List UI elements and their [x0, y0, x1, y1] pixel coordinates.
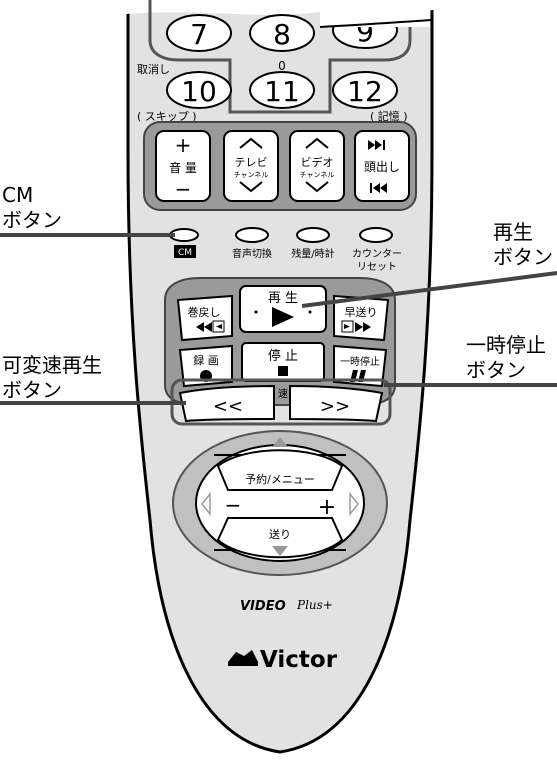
svg-text:録 画: 録 画: [193, 353, 219, 367]
play-callout-line1: 再生: [493, 220, 533, 244]
skip-previous-icon: [370, 183, 387, 193]
svg-text:Victor: Victor: [260, 647, 338, 673]
right-arrow-icon: [349, 491, 359, 517]
pause-callout: 一時停止 ボタン: [466, 333, 546, 383]
numpad-panel: [148, 0, 412, 114]
chevron-down-icon: [239, 181, 263, 193]
key-10[interactable]: 10: [166, 71, 232, 109]
svg-text:リセット: リセット: [357, 261, 397, 273]
svg-text:チャンネル: チャンネル: [300, 171, 335, 179]
svg-text:テレビ: テレビ: [235, 156, 268, 169]
svg-text:早送り: 早送り: [345, 305, 378, 319]
chevron-down-icon: [305, 181, 329, 193]
stop-icon: [278, 366, 288, 376]
svg-text:10: 10: [181, 75, 217, 108]
victor-logo: Victor: [228, 647, 338, 673]
svg-text:音 量: 音 量: [169, 160, 197, 175]
minus-left-button[interactable]: −: [201, 491, 242, 517]
svg-text:+: +: [175, 133, 192, 157]
menu-up-button[interactable]: 予約/メニュー: [216, 437, 344, 491]
svg-text:カウンター: カウンター: [352, 248, 402, 260]
slow-forward-button[interactable]: >>: [289, 384, 384, 423]
svg-text:12: 12: [347, 75, 383, 108]
play-callout: 再生 ボタン: [493, 220, 553, 270]
svg-text:再 生: 再 生: [268, 291, 298, 306]
svg-text:巻戻し: 巻戻し: [188, 306, 221, 319]
svg-text:11: 11: [264, 75, 300, 108]
advance-down-button[interactable]: 送り: [216, 517, 344, 559]
svg-text:チャンネル: チャンネル: [234, 171, 269, 179]
varspeed-callout: 可変速再生 ボタン: [2, 353, 102, 403]
cue-rocker[interactable]: 頭出し: [354, 130, 410, 202]
pause-callout-line1: 一時停止: [466, 333, 546, 357]
fast-forward-button[interactable]: 早送り: [333, 294, 390, 342]
down-arrow-icon: [272, 546, 288, 556]
key-12[interactable]: 12: [332, 71, 398, 109]
svg-text:頭出し: 頭出し: [364, 160, 400, 174]
play-button[interactable]: 再 生: [239, 285, 327, 333]
record-button[interactable]: 録 画: [178, 344, 233, 388]
rewind-button[interactable]: 巻戻し: [176, 294, 233, 342]
svg-text:8: 8: [273, 18, 291, 51]
zero-label: 0: [278, 59, 286, 73]
fast-forward-icon: [341, 320, 371, 333]
key-8[interactable]: 8: [249, 14, 315, 52]
counter-reset-button[interactable]: カウンター リセット: [352, 227, 402, 273]
svg-text:<<: <<: [213, 396, 243, 417]
video-channel-rocker[interactable]: ビデオ チャンネル: [289, 130, 345, 202]
svg-text:+: +: [318, 495, 336, 520]
svg-text:VIDEO: VIDEO: [240, 599, 286, 614]
svg-text:停 止: 停 止: [268, 348, 298, 364]
svg-text:−: −: [225, 493, 242, 517]
dog-gramophone-icon: [228, 650, 258, 666]
videoplus-logo: VIDEO Plus+: [240, 598, 333, 614]
tv-channel-rocker[interactable]: テレビ チャンネル: [223, 130, 279, 202]
svg-text:音声切換: 音声切換: [232, 247, 272, 260]
rewind-icon: [196, 320, 225, 333]
volume-rocker[interactable]: + 音 量 −: [155, 130, 211, 202]
remaining-clock-button[interactable]: 残量/時計: [291, 227, 335, 260]
key-7[interactable]: 7: [166, 14, 232, 52]
svg-text:予約/メニュー: 予約/メニュー: [245, 472, 315, 486]
play-callout-line2: ボタン: [493, 245, 553, 269]
chevron-up-icon: [239, 137, 263, 149]
skip-label: ( スキップ ): [137, 110, 197, 123]
stop-button[interactable]: 停 止: [241, 342, 325, 382]
kioku-label: ( 記憶 ): [370, 109, 408, 123]
svg-text:7: 7: [190, 18, 208, 51]
key9-mask: [320, 0, 430, 27]
svg-text:−: −: [175, 177, 192, 201]
audio-switch-button[interactable]: 音声切換: [232, 227, 272, 260]
svg-text:ビデオ: ビデオ: [301, 155, 334, 169]
varspeed-callout-line1: 可変速再生: [2, 353, 102, 377]
torn-line: [319, 19, 433, 28]
svg-text:一時停止: 一時停止: [340, 355, 380, 368]
up-arrow-icon: [272, 437, 288, 447]
plus-right-button[interactable]: +: [318, 491, 359, 520]
cm-callout-line1: CM: [2, 183, 34, 207]
svg-text:残量/時計: 残量/時計: [291, 247, 334, 260]
svg-text:>>: >>: [320, 396, 350, 417]
cm-callout-line2: ボタン: [2, 208, 62, 232]
svg-text:Plus+: Plus+: [296, 598, 333, 612]
cm-callout: CM ボタン: [2, 183, 62, 233]
key-11[interactable]: 11: [249, 71, 315, 109]
callout-lines: [0, 233, 557, 405]
pause-callout-line2: ボタン: [466, 358, 526, 382]
torikeshi-label: 取消し: [137, 62, 170, 76]
chevron-up-icon: [305, 137, 329, 149]
play-callout-line: [301, 271, 557, 308]
skip-next-icon: [368, 140, 385, 150]
svg-text:送り: 送り: [269, 527, 291, 541]
slow-reverse-button[interactable]: <<: [178, 384, 275, 423]
svg-text:9: 9: [356, 15, 374, 48]
rocker-panel: [143, 121, 417, 211]
cm-button[interactable]: CM: [169, 228, 199, 258]
left-arrow-icon: [201, 491, 211, 517]
play-icon: [272, 307, 294, 327]
svg-text:CM: CM: [178, 248, 192, 258]
varspeed-callout-line2: ボタン: [2, 378, 62, 402]
